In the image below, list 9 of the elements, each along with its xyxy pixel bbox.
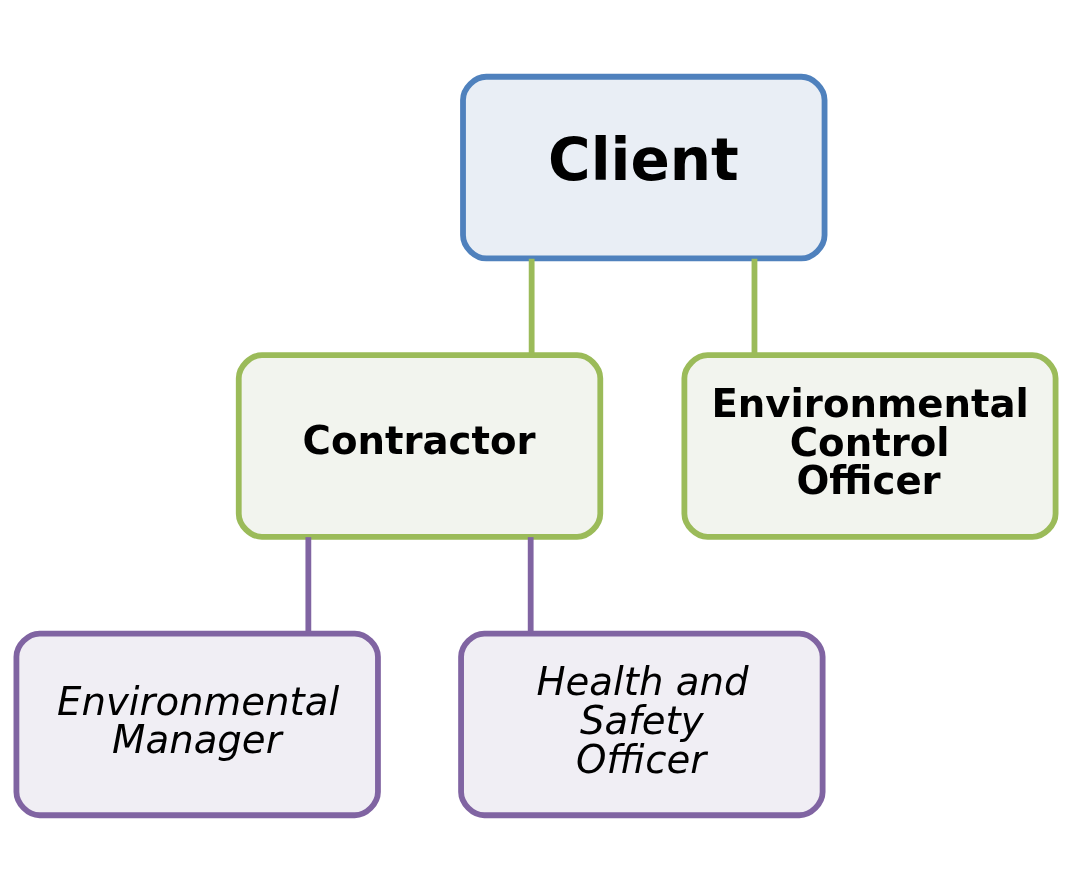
connector: [528, 258, 535, 355]
connector: [751, 258, 758, 355]
node-box: Client: [460, 73, 828, 262]
connector: [305, 537, 312, 634]
node-box: Contractor: [235, 352, 604, 540]
connector: [527, 537, 534, 634]
node-box: Environmental Manager: [13, 630, 381, 819]
node-box: Environmental Control Officer: [681, 352, 1059, 540]
node-box: Health and Safety Officer: [458, 630, 826, 819]
